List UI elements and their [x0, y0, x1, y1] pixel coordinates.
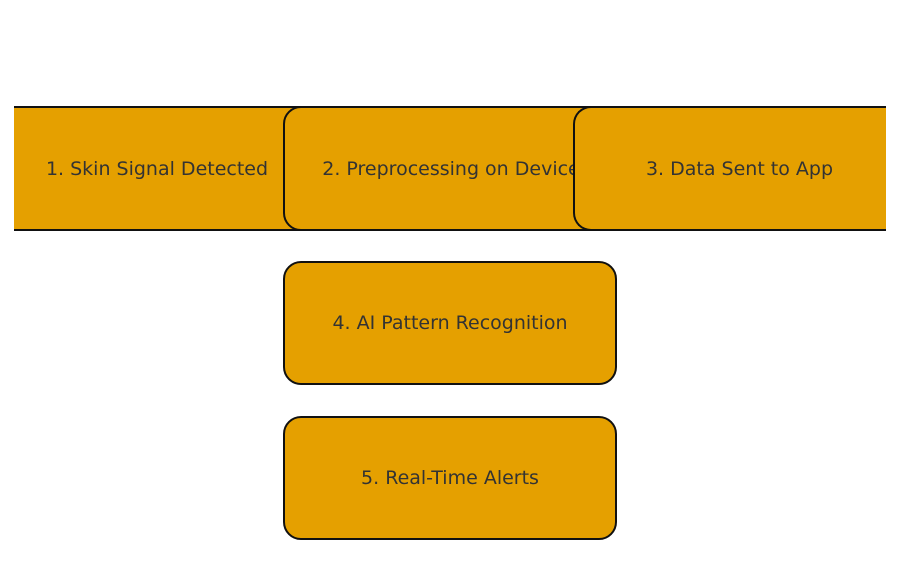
step-label: 2. Preprocessing on Device [322, 157, 580, 180]
step-ai-pattern-recognition: 4. AI Pattern Recognition [283, 261, 617, 385]
step-skin-signal-detected: 1. Skin Signal Detected [14, 106, 322, 231]
step-label: 5. Real-Time Alerts [361, 467, 539, 489]
step-label: 4. AI Pattern Recognition [332, 312, 568, 334]
step-data-sent-to-app: 3. Data Sent to App [573, 106, 886, 231]
step-preprocessing-on-device: 2. Preprocessing on Device [283, 106, 617, 231]
step-real-time-alerts: 5. Real-Time Alerts [283, 416, 617, 540]
step-label: 1. Skin Signal Detected [45, 157, 269, 180]
step-label: 3. Data Sent to App [645, 157, 834, 180]
